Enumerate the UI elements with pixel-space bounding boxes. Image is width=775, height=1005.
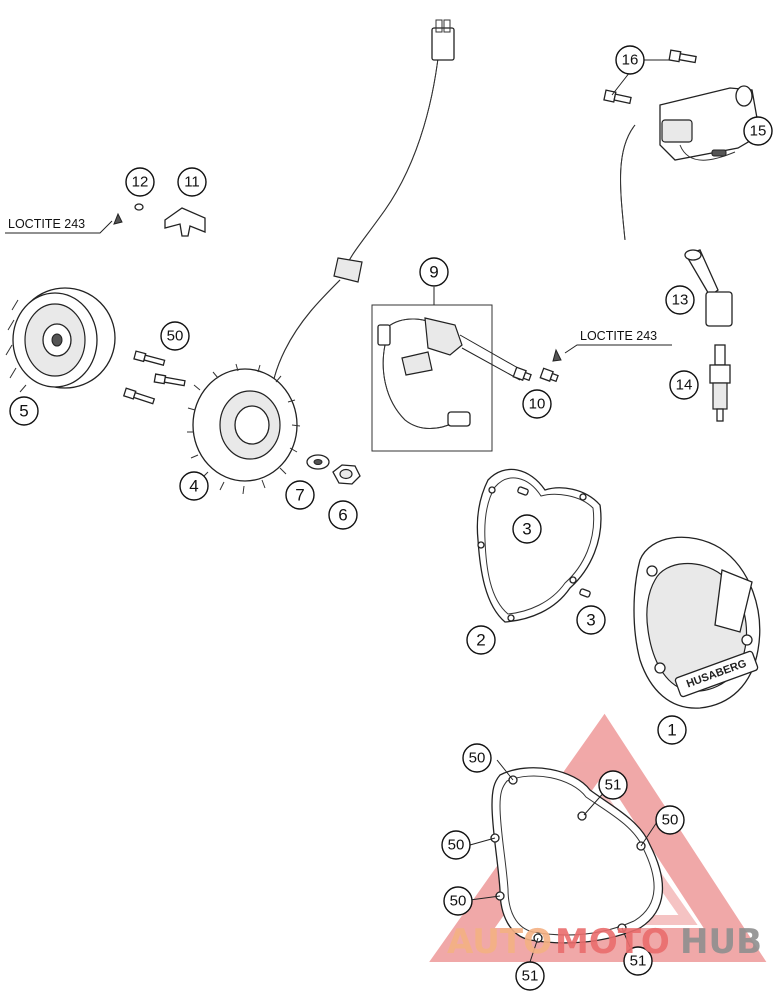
svg-text:6: 6: [338, 506, 347, 525]
callout-50-gasket-top: 50: [462, 743, 492, 773]
svg-text:11: 11: [184, 174, 200, 191]
watermark-text: AUTO MOTO HUB: [447, 922, 762, 962]
washer: [306, 454, 330, 470]
svg-text:14: 14: [676, 377, 693, 394]
callout-4: 4: [179, 471, 209, 501]
svg-text:4: 4: [189, 477, 198, 496]
callout-10: 10: [522, 389, 552, 419]
callout-7: 7: [285, 480, 315, 510]
ignition-cover-gasket: [476, 468, 602, 623]
loctite-label-left: LOCTITE 243: [5, 217, 113, 234]
callout-50-gasket-left: 50: [441, 830, 471, 860]
callout-51-bottom-right: 51: [623, 946, 653, 976]
lower-gasket: [490, 767, 664, 944]
svg-text:50: 50: [469, 750, 486, 767]
svg-text:50: 50: [167, 328, 184, 345]
callout-51-bottom-left: 51: [515, 961, 545, 991]
svg-text:51: 51: [522, 968, 539, 985]
bracket: [164, 207, 206, 237]
svg-text:51: 51: [630, 953, 647, 970]
callout-50-gasket-lower: 50: [443, 886, 473, 916]
callout-51-top: 51: [598, 770, 628, 800]
svg-text:15: 15: [750, 123, 767, 140]
loctite-label-right: LOCTITE 243: [564, 329, 672, 354]
svg-text:LOCTITE 243: LOCTITE 243: [8, 217, 85, 231]
pulse-generator-box: [371, 304, 526, 452]
callout-16: 16: [615, 45, 645, 75]
spark-plug: [709, 344, 731, 422]
callout-13: 13: [665, 285, 695, 315]
callout-2: 2: [466, 625, 496, 655]
callout-3-lower: 3: [576, 605, 606, 635]
callout-11: 11: [177, 167, 207, 197]
svg-text:12: 12: [132, 174, 149, 191]
callout-50-gasket-right: 50: [655, 805, 685, 835]
flywheel: [5, 287, 116, 393]
callout-50-top-left: 50: [160, 321, 190, 351]
small-screw: [113, 203, 144, 225]
svg-text:1: 1: [667, 721, 676, 740]
coil-bolts: [603, 49, 697, 105]
svg-text:3: 3: [586, 611, 595, 630]
svg-text:50: 50: [450, 893, 467, 910]
svg-text:5: 5: [19, 402, 28, 421]
svg-text:LOCTITE 243: LOCTITE 243: [580, 329, 657, 343]
callout-6: 6: [328, 500, 358, 530]
svg-text:3: 3: [522, 520, 531, 539]
svg-text:50: 50: [448, 837, 465, 854]
svg-text:2: 2: [476, 631, 485, 650]
svg-text:16: 16: [622, 52, 639, 69]
callout-9: 9: [419, 257, 449, 287]
callout-5: 5: [9, 396, 39, 426]
svg-text:9: 9: [429, 263, 438, 282]
stator: [187, 363, 301, 495]
ignition-cover: HUSABERG: [633, 536, 761, 709]
svg-text:7: 7: [295, 486, 304, 505]
ignition-coil: [620, 85, 761, 241]
svg-text:HUB: HUB: [680, 922, 762, 962]
flywheel-bolts: [122, 350, 186, 405]
callout-15: 15: [743, 116, 773, 146]
dowel-pins: [517, 486, 591, 598]
svg-text:10: 10: [529, 396, 546, 413]
svg-text:50: 50: [662, 812, 679, 829]
callout-14: 14: [669, 370, 699, 400]
svg-text:51: 51: [605, 777, 622, 794]
pulse-generator-bolts: [512, 348, 562, 383]
svg-text:AUTO: AUTO: [447, 922, 552, 962]
callout-3-upper: 3: [512, 514, 542, 544]
svg-text:13: 13: [672, 292, 689, 309]
svg-text:MOTO: MOTO: [555, 922, 670, 962]
callout-1: 1: [657, 715, 687, 745]
nut: [332, 464, 361, 485]
callout-12: 12: [125, 167, 155, 197]
spark-plug-cap: [684, 249, 733, 327]
stator-cable: [269, 19, 455, 401]
